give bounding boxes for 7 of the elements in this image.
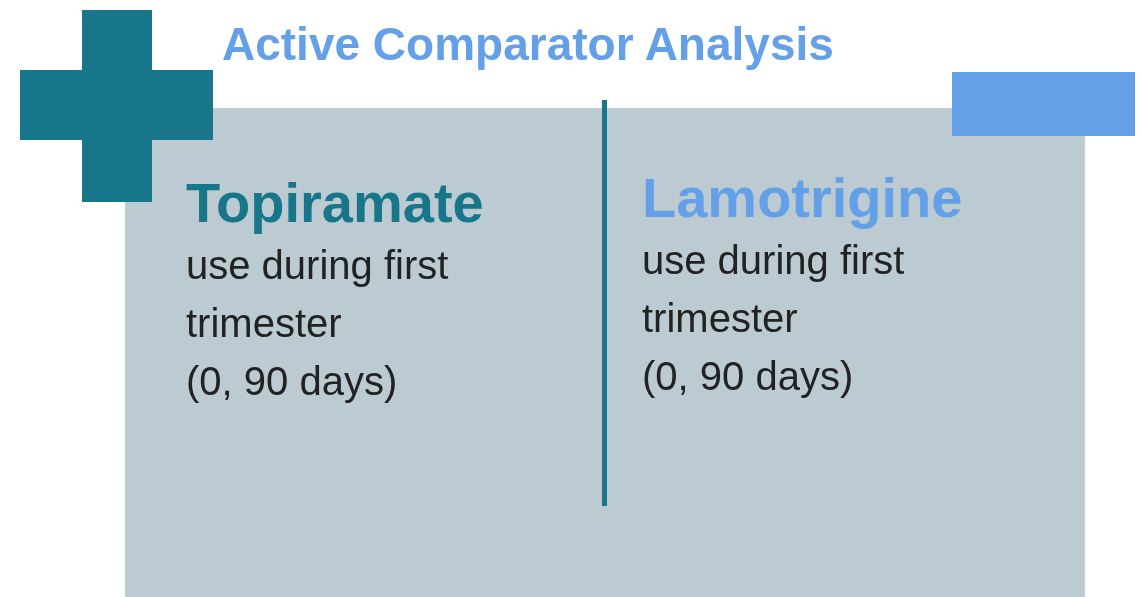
exposure-description: (0, 90 days) — [642, 353, 855, 400]
drug-name-heading: Lamotrigine — [642, 165, 963, 231]
exposure-description: use during first trimester — [186, 242, 450, 347]
exposure-description: use during first trimester — [642, 237, 906, 342]
exposure-description: (0, 90 days) — [186, 358, 399, 405]
drug-name-heading: Topiramate — [186, 170, 484, 236]
title: Active Comparator Analysis — [222, 17, 834, 72]
